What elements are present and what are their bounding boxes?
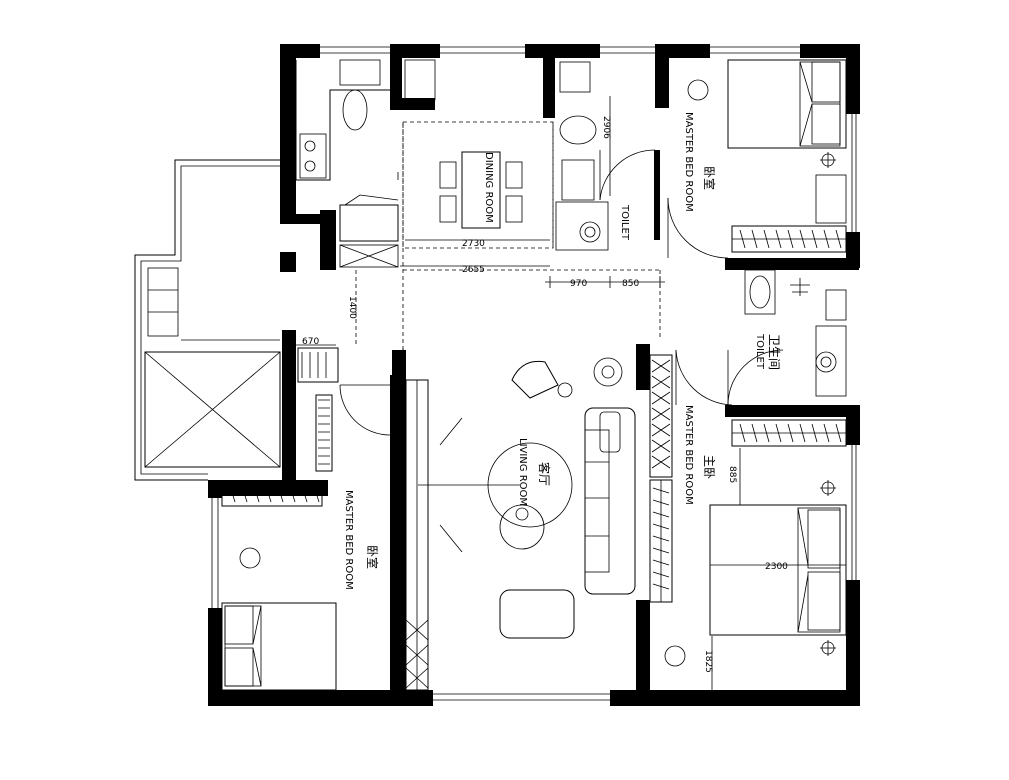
windows <box>211 46 857 701</box>
dining-room: DINING ROOM <box>402 121 554 350</box>
master-bedroom-right: 主卧 MASTER BED ROOM <box>649 349 847 667</box>
master-top-zh: 卧室 <box>702 166 717 190</box>
toilet-top: TOILET <box>555 61 656 251</box>
dim-970: 970 <box>570 279 587 289</box>
bath2-zh: 卫生间 <box>767 334 781 370</box>
dining-label: DINING ROOM <box>483 152 494 223</box>
living-zh: 客厅 <box>537 462 552 486</box>
dim-2906: 2906 <box>601 116 611 139</box>
master-bedroom-top: 卧室 MASTER BED ROOM <box>667 59 847 259</box>
living-en: LIVING ROOM <box>517 438 528 506</box>
kitchen <box>295 59 436 268</box>
dim-2300: 2300 <box>765 562 788 572</box>
wardrobe-hangers-top <box>739 229 842 249</box>
master-left-en: MASTER BED ROOM <box>343 490 354 590</box>
master-right-en: MASTER BED ROOM <box>683 405 694 505</box>
bath2-en: TOILET <box>754 333 765 370</box>
master-left-zh: 卧室 <box>365 545 380 569</box>
dim-1825: 1825 <box>703 650 713 673</box>
master-right-zh: 主卧 <box>702 455 716 479</box>
master-top-en: MASTER BED ROOM <box>683 112 694 212</box>
toilet-top-label: TOILET <box>619 204 630 241</box>
living-room: 客厅 LIVING ROOM <box>405 357 636 691</box>
dim-2730: 2730 <box>462 239 485 249</box>
dim-850: 850 <box>622 279 639 289</box>
balcony <box>134 159 281 481</box>
dim-1400: 1400 <box>347 296 357 319</box>
bathroom-2: 卫生间 TOILET <box>727 269 847 406</box>
master-bedroom-left: 卧室 MASTER BED ROOM <box>221 347 391 691</box>
walls <box>208 44 860 706</box>
dim-670: 670 <box>302 337 319 347</box>
dim-885: 885 <box>727 466 737 483</box>
dimensions: 2730 2655 970 850 2906 1400 670 885 2300… <box>296 96 846 690</box>
